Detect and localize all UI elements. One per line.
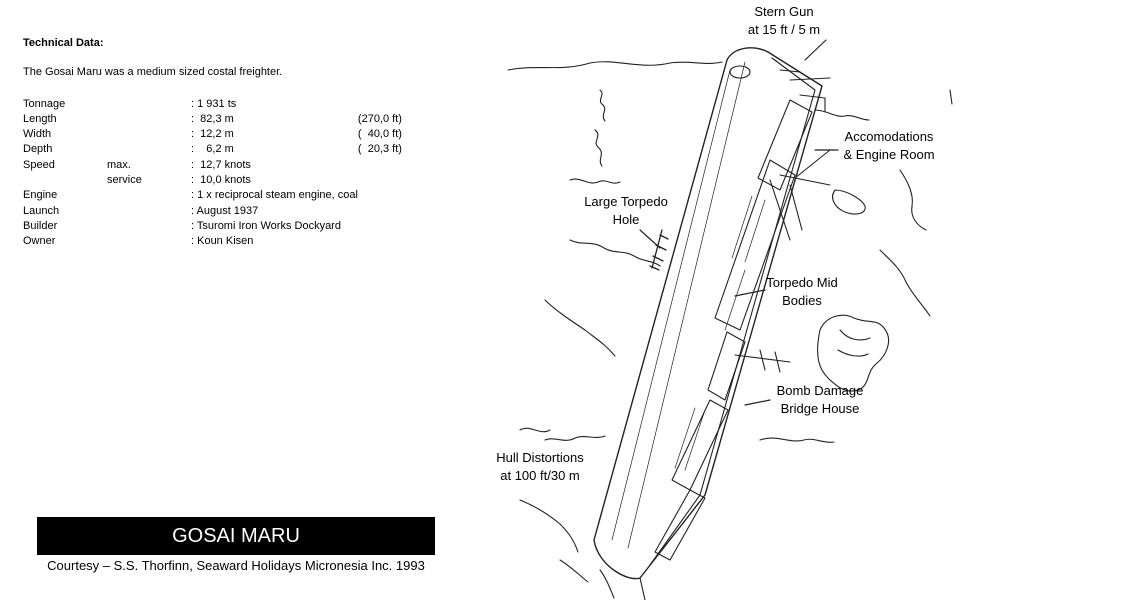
courtesy-credit: Courtesy – S.S. Thorfinn, Seaward Holida… — [47, 558, 425, 573]
technical-data-panel: Technical Data: The Gosai Maru was a med… — [23, 36, 402, 250]
spec-value: : 82,3 m — [191, 112, 234, 125]
spec-imperial: ( 20,3 ft) — [357, 143, 402, 156]
spec-imperial — [358, 158, 402, 173]
plating-line — [611, 61, 746, 549]
spec-value: : 12,2 m — [191, 128, 234, 141]
seafloor-stroke — [519, 499, 579, 553]
accommodation-block — [757, 99, 813, 191]
boom — [734, 349, 791, 373]
deck-edge — [649, 57, 816, 566]
spec-qualifier: service — [107, 174, 142, 187]
spec-value: : 1 x reciprocal steam engine, coal — [191, 189, 358, 202]
leader-torpedo-mid — [734, 289, 766, 297]
seafloor-stroke — [559, 559, 615, 599]
spec-label: Engine — [23, 189, 58, 202]
spec-row: Width : 12,2 m ( 40,0 ft) — [23, 127, 402, 142]
seafloor-stroke — [759, 437, 835, 443]
spec-imperial — [358, 173, 402, 188]
seafloor-stroke — [899, 169, 927, 231]
spec-qualifier — [107, 127, 191, 142]
label-torpedo-mid: Torpedo Mid Bodies — [766, 275, 838, 308]
seafloor-stroke — [519, 427, 606, 441]
spec-imperial — [358, 188, 402, 203]
seafloor-stroke — [599, 89, 606, 122]
spec-qualifier — [107, 112, 191, 127]
spec-qualifier: max. — [107, 158, 131, 171]
leader-torpedo-hole — [639, 229, 661, 249]
label-bomb-damage: Bomb Damage Bridge House — [776, 383, 864, 416]
label-accommodations: Accomodations & Engine Room — [843, 129, 935, 162]
spec-imperial — [358, 204, 402, 219]
ship-hull — [593, 47, 823, 580]
seafloor-stroke — [569, 178, 621, 184]
spec-qualifier — [107, 219, 191, 234]
wreck-drawing — [507, 39, 953, 600]
specs-table: Tonnage : 1 931 ts Length : 82,3 m (270,0 ft… — [23, 97, 402, 250]
stern-gun-mount — [729, 65, 751, 79]
spec-label: Tonnage — [23, 97, 66, 110]
spec-label: Builder — [23, 219, 58, 232]
label-hull-distortions: Hull Distortions at 100 ft/30 m — [496, 450, 584, 483]
seafloor-stroke — [814, 109, 870, 121]
debris — [832, 189, 866, 215]
spec-label: Width — [23, 128, 52, 141]
spec-qualifier — [107, 204, 191, 219]
mast — [769, 149, 831, 241]
spec-qualifier — [107, 234, 191, 249]
spec-qualifier — [107, 188, 191, 203]
spec-label: Length — [23, 112, 57, 125]
stern-rail — [779, 69, 831, 113]
midship-house — [714, 159, 796, 331]
label-stern-gun: Stern Gun at 15 ft / 5 m — [747, 4, 821, 37]
bow-line — [639, 577, 646, 600]
spec-label: Depth — [23, 143, 53, 156]
bridge-house — [707, 331, 746, 401]
seafloor-stroke — [949, 89, 953, 105]
spec-imperial — [358, 234, 402, 249]
spec-row: Length : 82,3 m (270,0 ft) — [23, 112, 402, 127]
spec-value: : August 1937 — [191, 204, 259, 217]
spec-row: service : 10,0 knots — [23, 173, 402, 188]
spec-row: Builder : Tsuromi Iron Works Dockyard — [23, 219, 402, 234]
spec-label: Owner — [23, 235, 56, 248]
spec-row: Owner : Koun Kisen — [23, 234, 402, 249]
spec-row: Engine : 1 x reciprocal steam engine, coa… — [23, 188, 402, 203]
spec-row: Tonnage : 1 931 ts — [23, 97, 402, 112]
seafloor-stroke — [569, 239, 661, 267]
technical-data-heading: Technical Data: — [23, 37, 104, 49]
spec-value: : 10,0 knots — [191, 174, 251, 187]
spec-label: Speed — [23, 158, 55, 171]
hatch-detail — [724, 195, 766, 331]
technical-data-intro: The Gosai Maru was a medium sized costal… — [23, 66, 283, 79]
spec-value: : 1 931 ts — [191, 97, 237, 110]
leader-bomb-damage — [744, 399, 771, 406]
spec-qualifier — [107, 97, 191, 112]
spec-imperial — [358, 97, 402, 112]
spec-label: Launch — [23, 204, 60, 217]
spec-row: Launch : August 1937 — [23, 204, 402, 219]
label-torpedo-hole: Large Torpedo Hole — [584, 194, 668, 227]
spec-label — [23, 173, 107, 188]
spec-imperial: (270,0 ft) — [357, 112, 402, 125]
spec-qualifier — [107, 142, 191, 157]
spec-value: : 12,7 knots — [191, 158, 251, 171]
bow-deck — [654, 489, 706, 561]
spec-row: Speed max. : 12,7 knots — [23, 158, 402, 173]
coral-detail — [837, 329, 871, 357]
title-banner: GOSAI MARU — [37, 517, 435, 555]
leader-stern-gun — [804, 39, 827, 61]
coral-outline — [817, 314, 890, 392]
spec-row: Depth : 6,2 m ( 20,3 ft) — [23, 142, 402, 157]
hatch-detail — [674, 407, 706, 471]
spec-imperial — [358, 219, 402, 234]
seafloor-stroke — [879, 249, 931, 317]
torpedo-hole — [649, 229, 669, 271]
spec-value: : Koun Kisen — [191, 235, 254, 248]
spec-value: : Tsuromi Iron Works Dockyard — [191, 219, 341, 232]
spec-imperial: ( 40,0 ft) — [357, 128, 402, 141]
spec-value: : 6,2 m — [191, 143, 234, 156]
seafloor-stroke — [594, 129, 603, 167]
seafloor-stroke — [544, 299, 616, 357]
seafloor-stroke — [507, 61, 723, 71]
